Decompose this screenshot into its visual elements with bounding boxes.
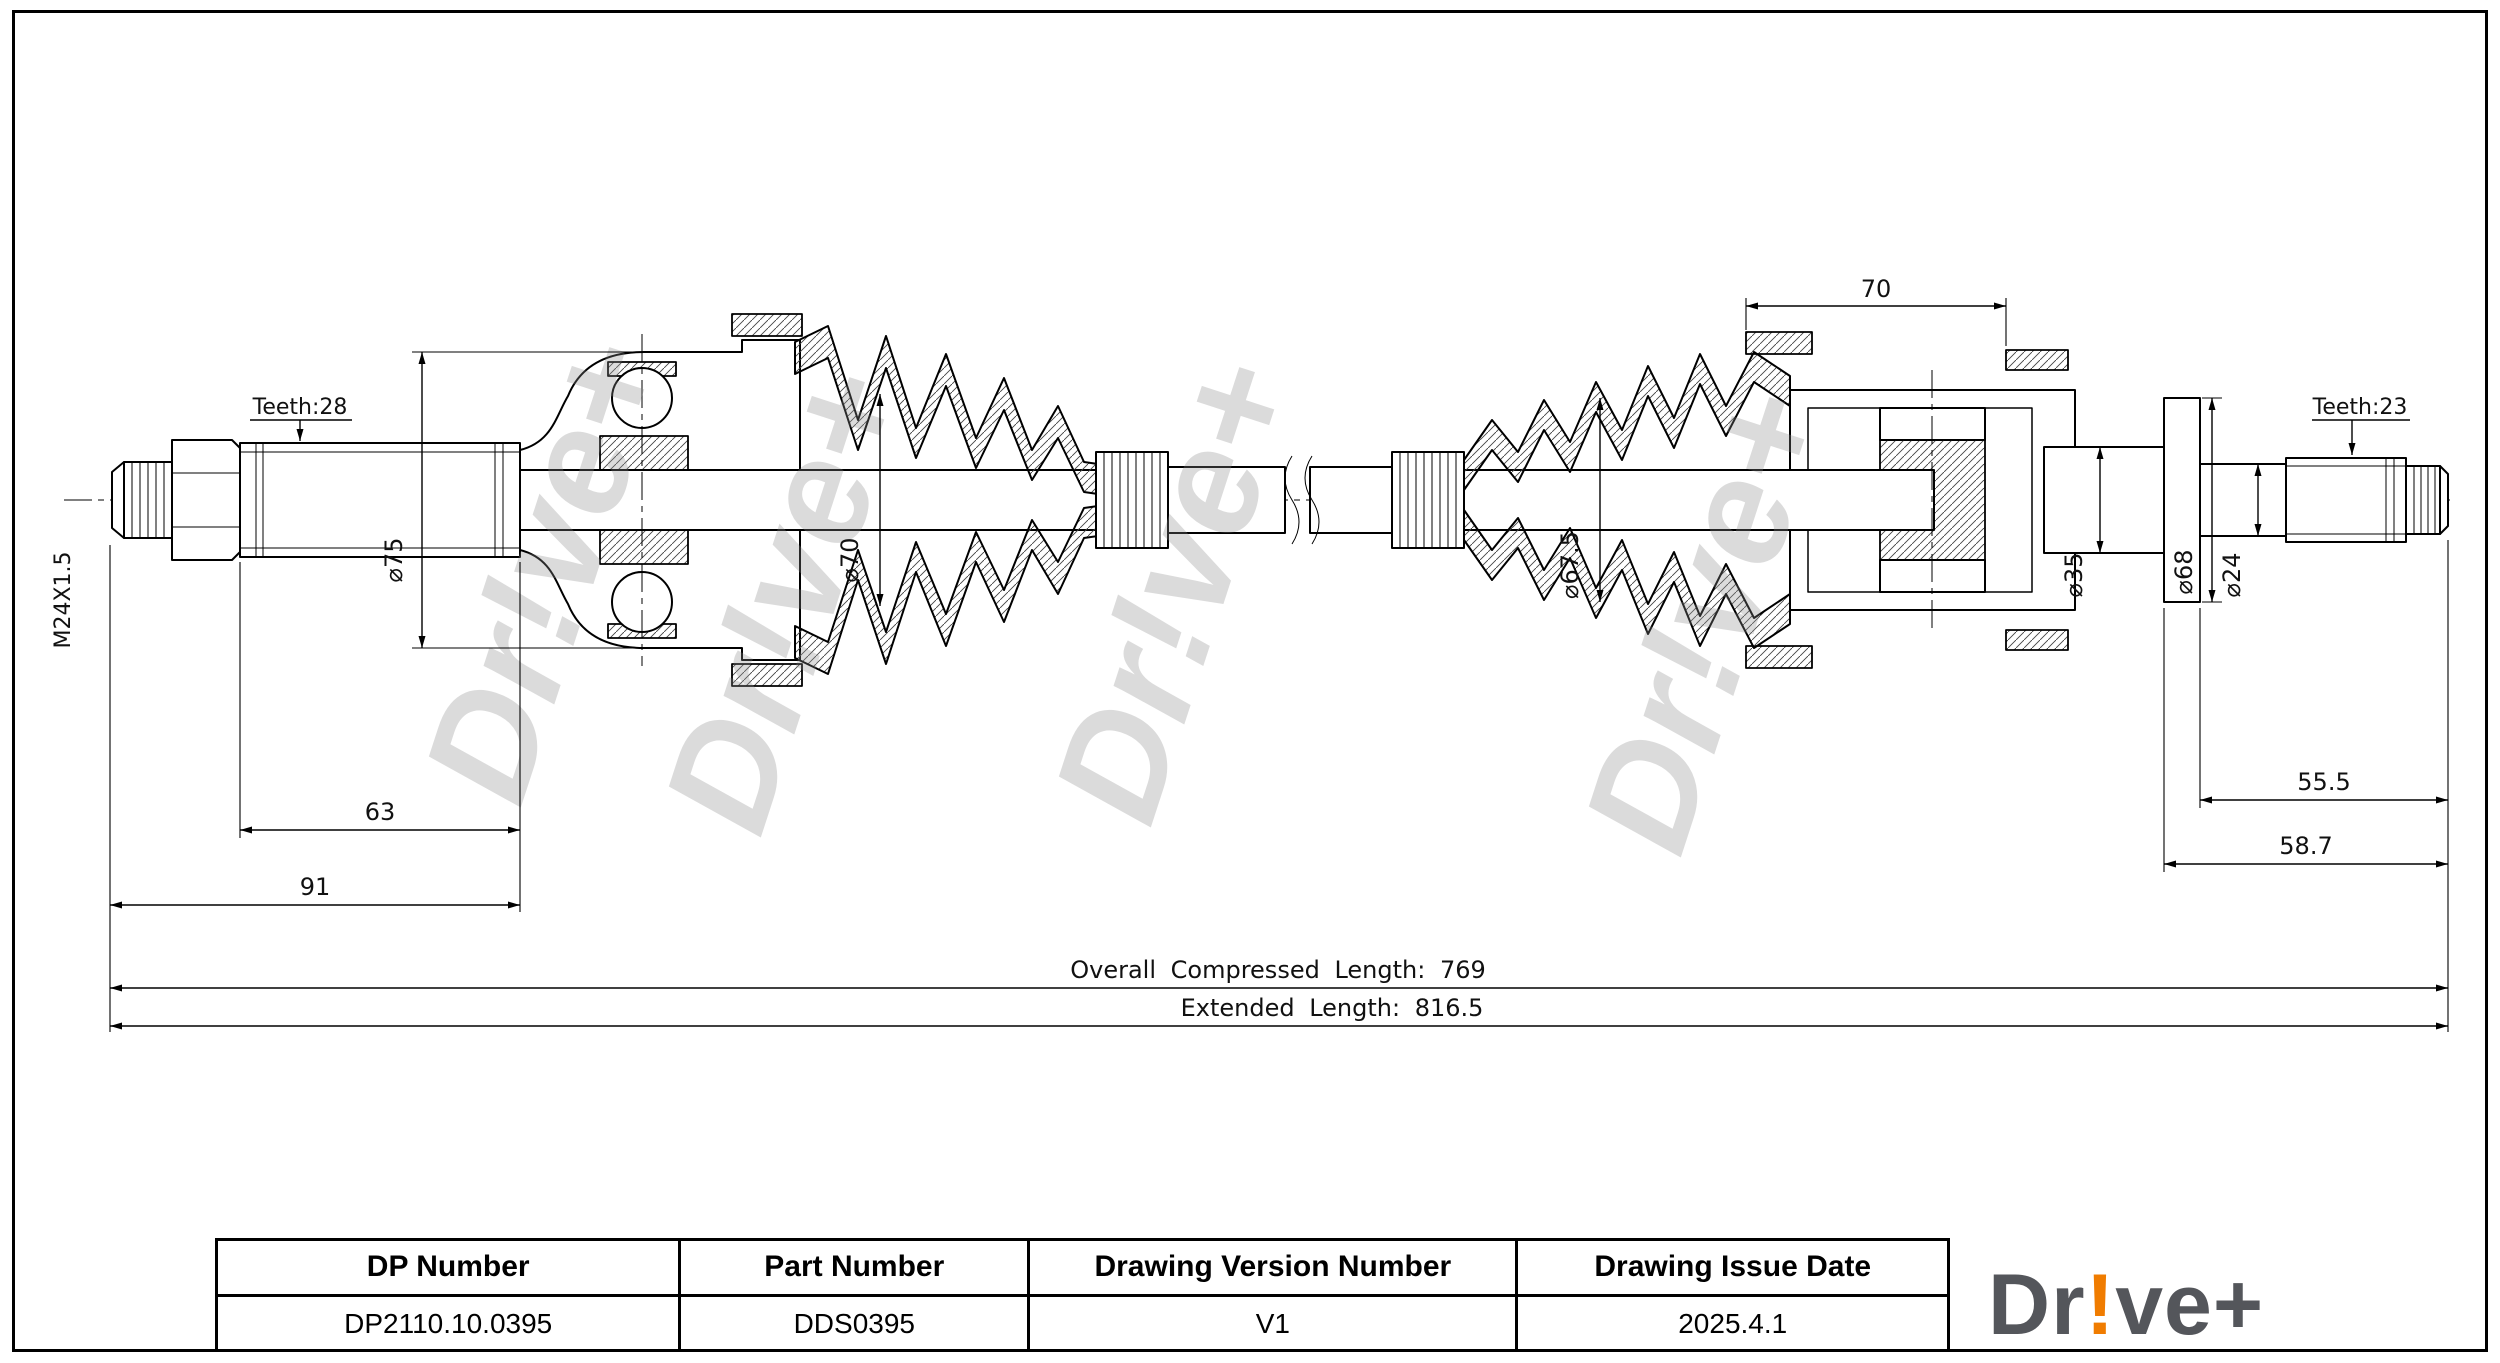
part-number-header: Part Number <box>681 1241 1031 1297</box>
dia-35-label: ⌀35 <box>2060 553 2088 598</box>
teeth-left-label: Teeth:28 <box>252 395 348 420</box>
dimension-layer: Teeth:28 Teeth:23 M24X1.5 ⌀75 ⌀70 ⌀67.5 … <box>51 275 2449 1032</box>
dp-number-header: DP Number <box>218 1241 682 1297</box>
left-boot <box>794 325 1169 675</box>
right-boot-clamp-top <box>1745 331 1813 355</box>
title-block-table: DP Number Part Number Drawing Version Nu… <box>215 1238 1950 1352</box>
part-number-value: DDS0395 <box>681 1296 1031 1352</box>
dim-91-label: 91 <box>300 873 331 901</box>
watermark-text: Dr!ve+ <box>1021 340 1326 840</box>
left-cv-joint <box>519 313 1101 687</box>
right-boot-small-clamp <box>1391 451 1465 549</box>
left-boot-clamp-bottom <box>731 663 803 687</box>
left-spline-shaft <box>239 442 521 558</box>
right-output-shaft <box>2043 397 2449 603</box>
driveplus-logo: Dr!ve+ <box>1988 1256 2264 1355</box>
logo-text-dr: Dr <box>1988 1257 2086 1353</box>
logo-text-ve-plus: ve+ <box>2115 1257 2265 1353</box>
left-boot-small-clamp <box>1095 451 1169 549</box>
logo-exclamation-icon: ! <box>2085 1257 2116 1353</box>
dia-67-5-label: ⌀67.5 <box>1556 531 1584 599</box>
right-cv-joint <box>1463 331 2076 669</box>
intermediate-shaft <box>1167 451 1465 549</box>
dia-24-label: ⌀24 <box>2218 553 2246 598</box>
drawing-issue-date-header: Drawing Issue Date <box>1518 1241 1947 1297</box>
right-spline <box>2285 457 2407 543</box>
right-boot-clamp-bottom <box>1745 645 1813 669</box>
dim-55-5-label: 55.5 <box>2297 768 2350 796</box>
dia-75-label: ⌀75 <box>380 538 408 583</box>
left-axle-end <box>111 439 241 561</box>
drawing-version-header: Drawing Version Number <box>1030 1241 1519 1297</box>
drawing-issue-date-value: 2025.4.1 <box>1678 1308 1788 1340</box>
thread-spec-label: M24X1.5 <box>51 551 76 648</box>
right-cover-tab-bottom <box>2005 629 2069 651</box>
output-flange-ring <box>2163 397 2201 603</box>
watermark-text: Dr!ve+ <box>1551 370 1856 870</box>
dp-number-value: DP2110.10.0395 <box>218 1296 682 1352</box>
dim-58-7-label: 58.7 <box>2279 832 2332 860</box>
drawing-border-frame <box>12 10 2488 1352</box>
right-cover-tab-top <box>2005 349 2069 371</box>
teeth-right-label: Teeth:23 <box>2312 395 2408 420</box>
left-boot-clamp-top <box>731 313 803 337</box>
extended-length-label: Extended Length: 816.5 <box>1181 994 1484 1022</box>
dim-70-label: 70 <box>1861 275 1892 303</box>
dia-68-label: ⌀68 <box>2170 550 2198 595</box>
overall-compressed-length-label: Overall Compressed Length: 769 <box>1070 956 1486 984</box>
drawing-version-value: V1 <box>1030 1296 1519 1352</box>
dim-63-label: 63 <box>365 798 396 826</box>
right-boot <box>1463 351 1791 649</box>
dia-70-label: ⌀70 <box>836 538 864 583</box>
